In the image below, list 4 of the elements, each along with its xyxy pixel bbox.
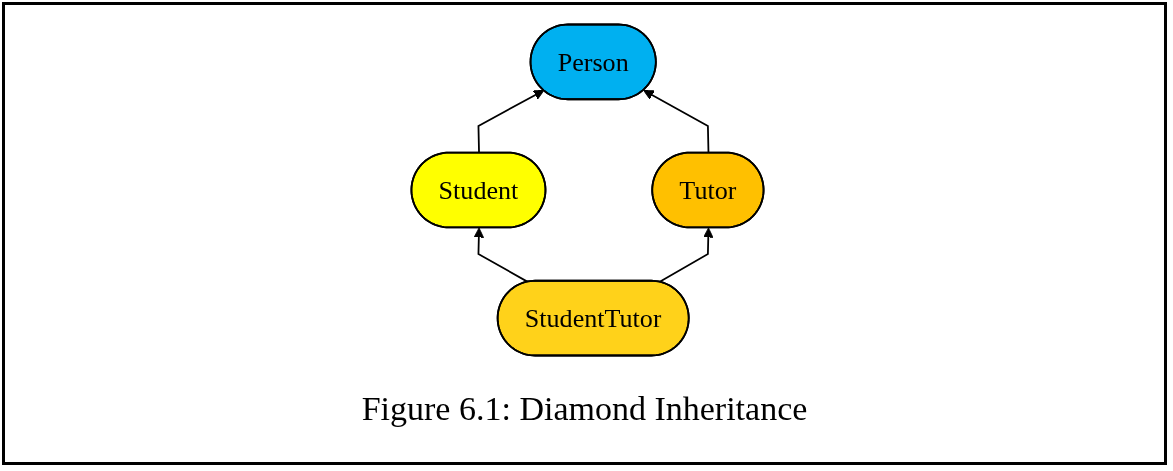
frame-border: Person Student Tutor StudentTutor Figure 6.1: Diamond Inheritance [2, 2, 1167, 465]
arrow [658, 227, 714, 283]
figure-caption: Figure 6.1: Diamond Inheritance [361, 390, 808, 428]
arrow [473, 227, 530, 283]
